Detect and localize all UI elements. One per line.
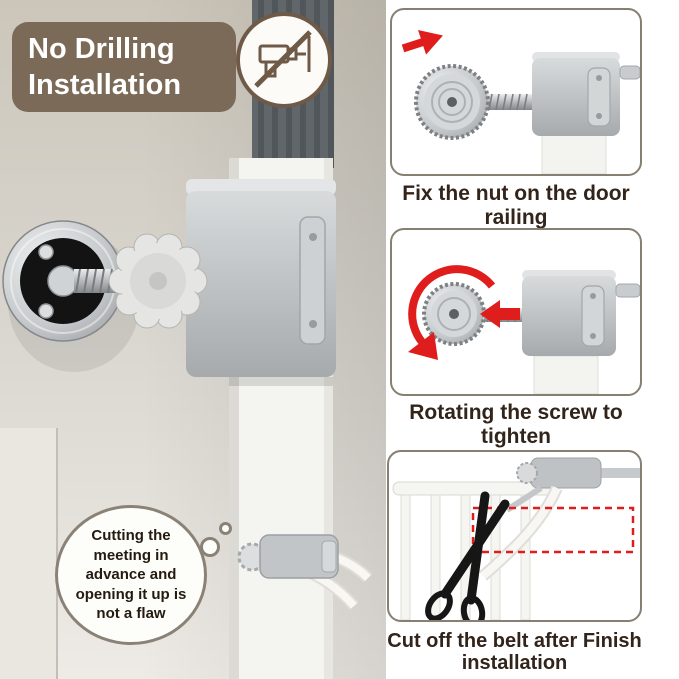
step1-nut — [414, 64, 490, 140]
step2-clamp-housing — [522, 270, 640, 356]
speech-bubble: Cutting the meeting in advance and openi… — [55, 505, 207, 645]
no-symbol-slash — [254, 30, 312, 88]
wall-cup-disc — [2, 220, 140, 372]
red-arrow-icon — [401, 29, 443, 55]
speech-bubble-text: Cutting the meeting in advance and openi… — [75, 527, 187, 623]
step2-caption: Rotating the screw to tighten — [409, 401, 623, 448]
strap-clamp-mini — [237, 534, 373, 611]
badge-line2: Installation — [28, 69, 182, 101]
step2-panel — [390, 228, 642, 396]
step1-panel — [390, 8, 642, 176]
badge-line1: No Drilling — [28, 32, 175, 65]
gate-clamp-housing — [186, 179, 336, 386]
step1-illustration — [401, 29, 640, 174]
step1-screw — [486, 93, 532, 111]
no-drill-glyph — [254, 30, 312, 88]
step2-illustration — [408, 265, 640, 394]
step2-gate-post — [533, 355, 599, 394]
step3-panel — [387, 450, 642, 622]
step3-caption: Cut off the belt after Finish installati… — [387, 630, 642, 675]
cut-zone-dashed-box — [471, 506, 635, 554]
no-drill-icon — [236, 12, 332, 108]
no-drilling-badge: No Drilling Installation — [12, 22, 236, 112]
push-arrow-icon — [480, 300, 520, 328]
step1-gate-post — [541, 133, 607, 174]
step1-clamp-housing — [532, 52, 640, 136]
rotate-arrow-icon — [408, 265, 496, 360]
scissors-icon — [425, 491, 510, 620]
step1-caption: Fix the nut on the door railing — [402, 182, 630, 229]
speech-bubble-tail-large — [200, 537, 220, 557]
speech-bubble-tail-small — [219, 522, 232, 535]
step2-nut — [422, 282, 486, 346]
step3-clamp — [505, 457, 640, 513]
step3-strap — [479, 485, 563, 581]
step3-illustration — [392, 457, 640, 620]
wall-corner-edge — [0, 428, 58, 679]
tighten-knob — [108, 233, 208, 329]
